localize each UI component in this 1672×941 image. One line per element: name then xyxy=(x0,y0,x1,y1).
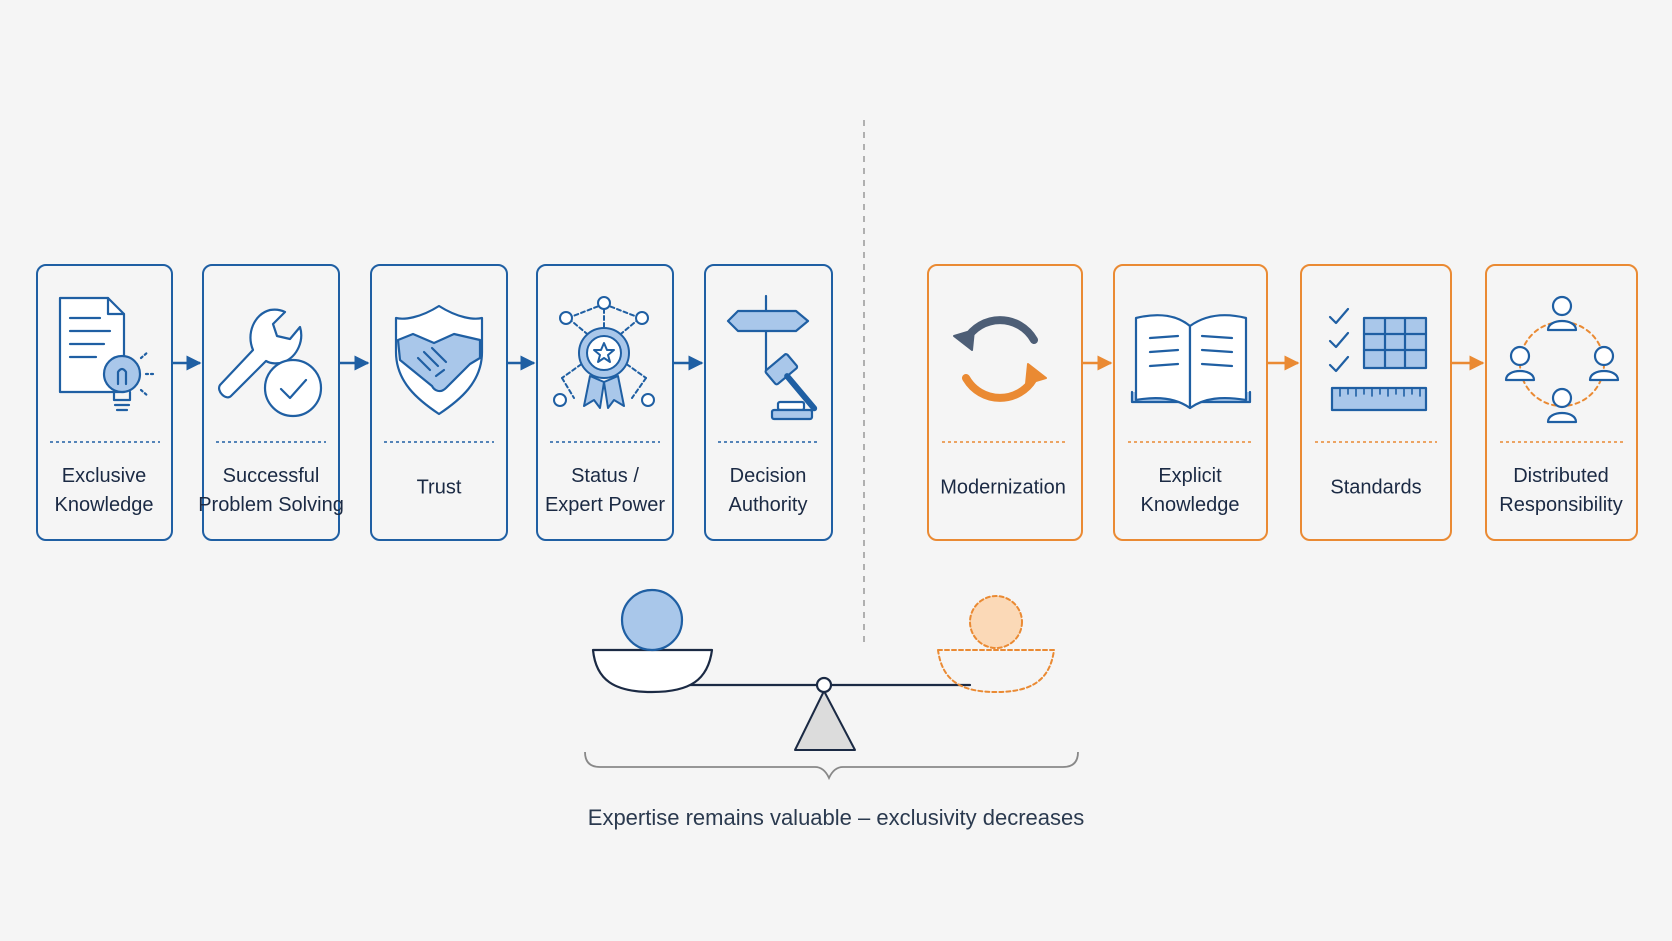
left-box-exclusive-knowledge xyxy=(36,264,173,541)
balance-fulcrum xyxy=(794,690,856,751)
label-decision-authority: Decision Authority xyxy=(728,465,808,516)
refresh-cycle-icon xyxy=(953,316,1047,402)
left-box-decision-authority xyxy=(704,264,833,541)
people-circle-icon xyxy=(1504,295,1620,424)
checklist-grid-ruler-icon xyxy=(1328,307,1428,412)
left-box-successful-problem-solving xyxy=(202,264,340,541)
left-chain xyxy=(36,264,833,541)
balance-pivot xyxy=(815,676,833,694)
label-successful-problem-solving: Successful Problem Solving xyxy=(198,465,344,516)
label-exclusive-knowledge: Exclusive Knowledge xyxy=(54,465,154,516)
right-pan-ball xyxy=(969,595,1023,649)
left-pan-ball xyxy=(620,588,684,652)
right-box-modernization xyxy=(927,264,1083,541)
right-box-explicit-knowledge xyxy=(1113,264,1268,541)
summary-caption: Expertise remains valuable – exclusivity… xyxy=(587,805,1085,830)
shield-handshake-icon xyxy=(394,304,484,416)
right-box-distributed-responsibility xyxy=(1485,264,1638,541)
network-medal-icon xyxy=(553,296,655,409)
open-book-icon xyxy=(1130,314,1252,410)
balance-scale-icon xyxy=(591,588,1055,751)
label-standards: Standards xyxy=(1330,476,1422,499)
signpost-gavel-icon xyxy=(726,294,818,421)
right-box-standards xyxy=(1300,264,1452,541)
wrench-check-icon xyxy=(218,308,323,418)
label-trust: Trust xyxy=(416,476,462,499)
left-pan xyxy=(591,648,714,694)
label-distributed-responsibility: Distributed Responsibility xyxy=(1499,465,1623,516)
summary-brace xyxy=(584,751,1079,781)
right-pan xyxy=(937,649,1055,693)
label-explicit-knowledge: Explicit Knowledge xyxy=(1140,465,1240,516)
document-lightbulb-icon xyxy=(58,296,156,412)
left-box-trust xyxy=(370,264,508,541)
left-box-status-expert-power xyxy=(536,264,674,541)
right-chain xyxy=(927,264,1638,541)
label-status-expert-power: Status / Expert Power xyxy=(544,465,666,516)
label-modernization: Modernization xyxy=(940,476,1066,499)
